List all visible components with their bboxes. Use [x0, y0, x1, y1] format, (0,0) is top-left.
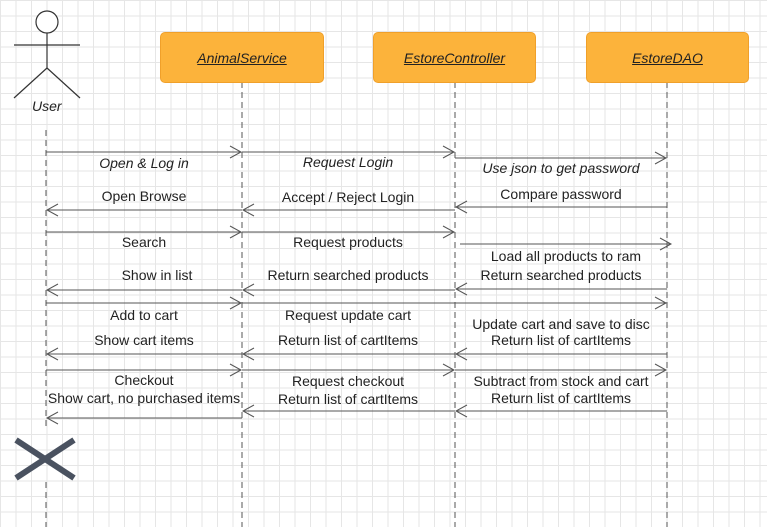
msg-accept-reject: Accept / Reject Login — [281, 189, 415, 205]
msg-open-login: Open & Log in — [99, 155, 189, 171]
object-animal-service: AnimalService — [160, 32, 324, 83]
msg-return-cart-ctrl: Return list of cartItems — [277, 332, 419, 348]
msg-subtract-stock: Subtract from stock and cart — [473, 373, 649, 389]
msg-use-json: Use json to get password — [482, 160, 640, 176]
msg-checkout: Checkout — [114, 372, 174, 388]
msg-return-checkout-dao: Return list of cartItems — [490, 390, 632, 406]
msg-request-checkout: Request checkout — [291, 373, 405, 389]
msg-request-update-cart: Request update cart — [284, 307, 412, 323]
msg-search: Search — [121, 234, 167, 250]
msg-return-searched-dao: Return searched products — [480, 267, 642, 283]
msg-add-to-cart: Add to cart — [110, 307, 178, 323]
msg-open-browse: Open Browse — [101, 188, 187, 204]
actor-label: User — [32, 98, 62, 114]
msg-update-cart-save: Update cart and save to disc — [472, 316, 650, 332]
msg-return-checkout-ctrl: Return list of cartItems — [277, 391, 419, 407]
msg-show-cart-final: Show cart, no purchased items — [47, 390, 241, 406]
msg-request-login: Request Login — [302, 154, 394, 170]
object-estore-dao: EstoreDAO — [586, 32, 749, 83]
msg-return-searched-ctrl: Return searched products — [267, 267, 429, 283]
terminate-x-icon — [14, 437, 76, 481]
msg-compare-password: Compare password — [500, 186, 622, 202]
msg-load-products: Load all products to ram — [490, 248, 642, 264]
object-estore-controller: EstoreController — [373, 32, 536, 83]
msg-show-in-list: Show in list — [121, 267, 193, 283]
user-actor-icon — [13, 10, 81, 99]
msg-request-products: Request products — [293, 234, 403, 250]
msg-return-cart-dao: Return list of cartItems — [490, 332, 632, 348]
msg-show-cart-items: Show cart items — [94, 332, 194, 348]
